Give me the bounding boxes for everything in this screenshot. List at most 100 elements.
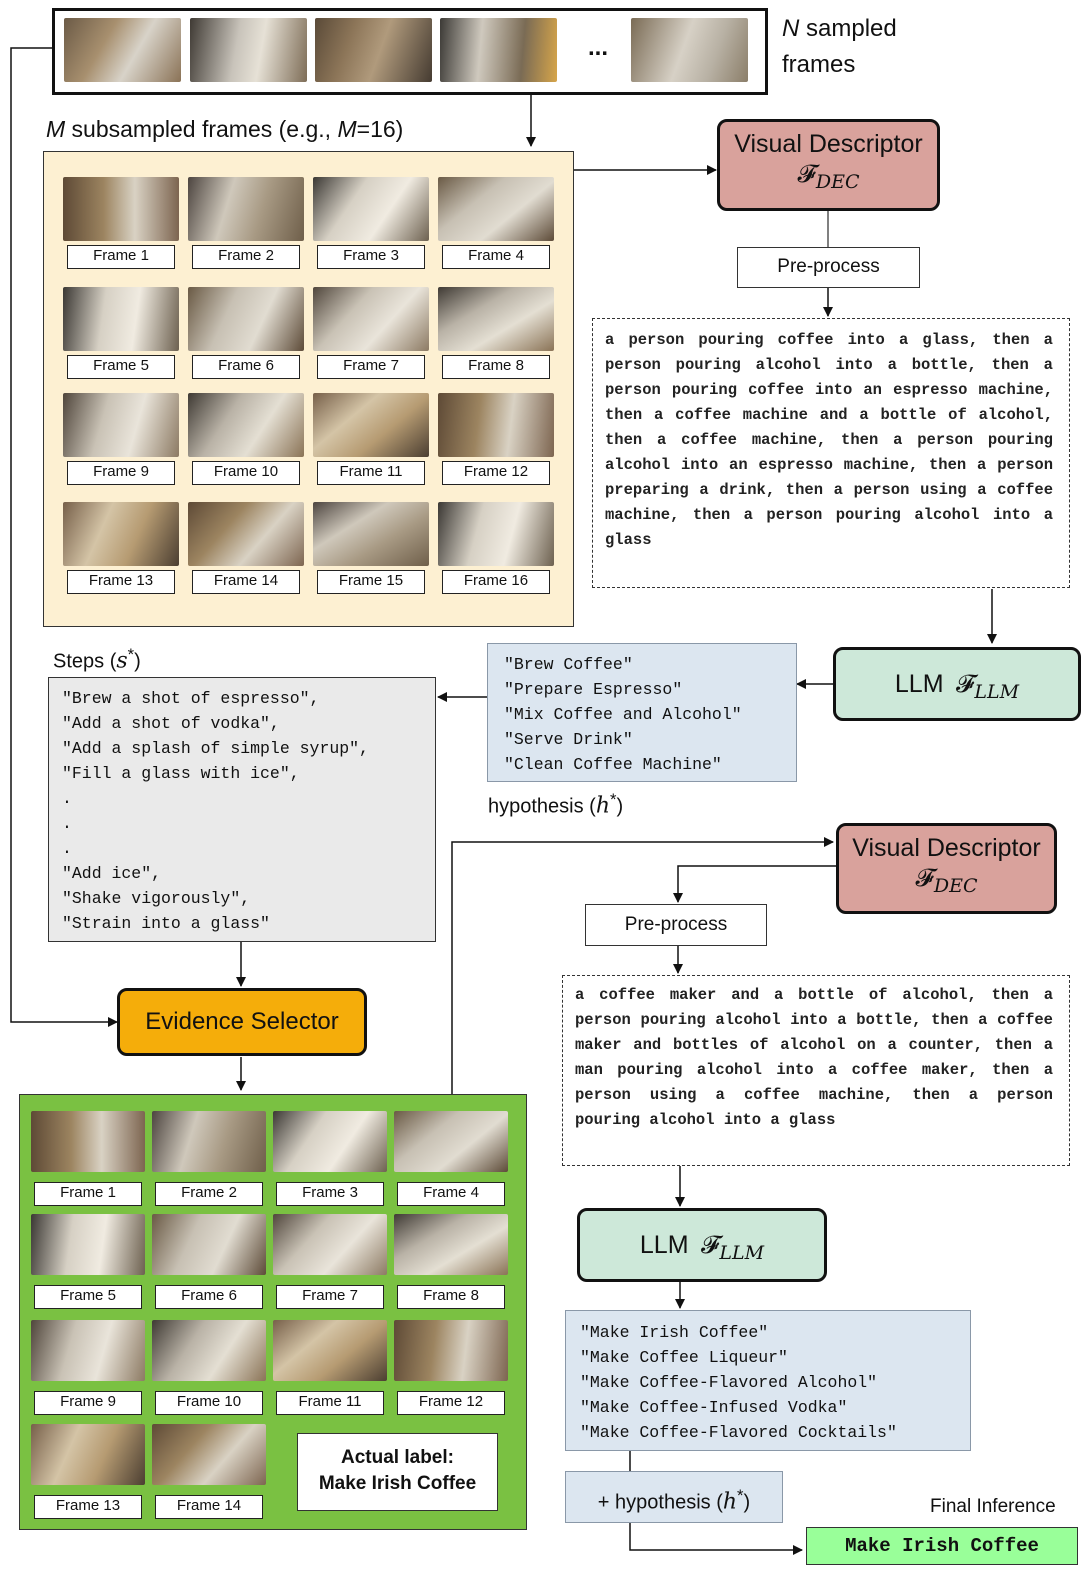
visual-descriptor-1-title: Visual Descriptor: [734, 130, 923, 158]
frame-label: Frame 13: [34, 1495, 142, 1519]
list-line: "Add a shot of vodka",: [62, 714, 280, 733]
visual-descriptor-1-symbol: 𝓕DEC: [720, 159, 937, 193]
frame-label: Frame 7: [317, 355, 425, 379]
list-line: "Mix Coffee and Alcohol": [504, 705, 742, 724]
frame-label: Frame 9: [34, 1391, 142, 1415]
preprocess-1: Pre-process: [737, 247, 920, 288]
frame-label: Frame 7: [276, 1285, 384, 1309]
sampled-frame-thumb: [440, 18, 557, 82]
steps-caption-end: ): [134, 650, 141, 673]
frame-label: Frame 6: [192, 355, 300, 379]
hypothesis-caption-text: hypothesis (: [488, 795, 596, 818]
final-inference-caption: Final Inference: [930, 1496, 1056, 1517]
llm-1: LLM 𝓕LLM: [833, 647, 1081, 721]
n-sampled-frames-label: N sampled frames: [782, 11, 897, 83]
m-variable: M: [46, 116, 66, 142]
frame-thumbnail: [313, 502, 429, 566]
frame-thumbnail: [31, 1424, 145, 1485]
frame-label: Frame 15: [317, 570, 425, 594]
list-line: .: [62, 839, 72, 858]
frame-thumbnail: [63, 393, 179, 457]
sampled-frame-thumb: [315, 18, 432, 82]
llm-2-title: LLM: [639, 1231, 689, 1259]
preprocess-2: Pre-process: [585, 904, 767, 946]
frame-label: Frame 5: [34, 1285, 142, 1309]
frame-label: Frame 13: [67, 570, 175, 594]
frame-thumbnail: [188, 393, 304, 457]
hypothesis-lines: "Brew Coffee""Prepare Espresso""Mix Coff…: [504, 652, 796, 777]
frame-label: Frame 5: [67, 355, 175, 379]
h-sup: *: [610, 790, 617, 809]
caption-description-2: a coffee maker and a bottle of alcohol, …: [562, 975, 1070, 1166]
frame-thumbnail: [394, 1320, 508, 1381]
frame-thumbnail: [152, 1424, 266, 1485]
frame-thumbnail: [273, 1214, 387, 1275]
frame-thumbnail: [313, 393, 429, 457]
s-sup: *: [127, 645, 135, 664]
frame-label: Frame 9: [67, 461, 175, 485]
frame-label: Frame 8: [442, 355, 550, 379]
frame-thumbnail: [313, 287, 429, 351]
fllm-subscript-2: LLM: [719, 1242, 765, 1264]
actual-label-box: Actual label: Make Irish Coffee: [297, 1433, 498, 1511]
arrow-vd2-to-preprocess2: [673, 865, 838, 903]
predictions-box: "Make Irish Coffee""Make Coffee Liqueur"…: [565, 1310, 971, 1451]
frame-label: Frame 1: [67, 245, 175, 269]
m-variable-2: M: [337, 116, 357, 142]
frame-label: Frame 6: [155, 1285, 263, 1309]
caption-description-1: a person pouring coffee into a glass, th…: [592, 318, 1070, 588]
visual-descriptor-2-title: Visual Descriptor: [852, 834, 1041, 862]
fdec-subscript-2: DEC: [933, 875, 978, 897]
list-line: "Serve Drink": [504, 730, 633, 749]
sampled-frame-thumb: [631, 18, 748, 82]
frame-thumbnail: [273, 1111, 387, 1172]
sampled-frame-thumb: [190, 18, 307, 82]
frame-label: Frame 11: [317, 461, 425, 485]
frame-label: Frame 14: [192, 570, 300, 594]
fdec-symbol-2: 𝓕: [915, 863, 934, 892]
fllm-symbol-2-char: 𝓕: [700, 1230, 720, 1259]
frame-thumbnail: [31, 1214, 145, 1275]
subsampled-title-text2: =16): [356, 116, 404, 142]
list-line: "Strain into a glass": [62, 914, 270, 933]
hypothesis-caption: hypothesis (h*): [488, 790, 623, 819]
visual-descriptor-1: Visual Descriptor 𝓕DEC: [717, 119, 940, 211]
frame-thumbnail: [394, 1214, 508, 1275]
frame-thumbnail: [438, 393, 554, 457]
frame-thumbnail: [188, 177, 304, 241]
list-line: "Clean Coffee Machine": [504, 755, 722, 774]
frame-label: Frame 10: [155, 1391, 263, 1415]
list-line: "Make Coffee-Flavored Cocktails": [580, 1423, 897, 1442]
subsampled-frames-title: M subsampled frames (e.g., M=16): [46, 116, 403, 143]
frame-thumbnail: [152, 1320, 266, 1381]
predictions-lines: "Make Irish Coffee""Make Coffee Liqueur"…: [580, 1320, 970, 1445]
frame-thumbnail: [188, 502, 304, 566]
frame-thumbnail: [438, 502, 554, 566]
visual-descriptor-2-symbol: 𝓕DEC: [839, 863, 1054, 897]
frame-label: Frame 4: [442, 245, 550, 269]
frame-label: Frame 14: [155, 1495, 263, 1519]
frame-label: Frame 2: [155, 1182, 263, 1206]
plus-hypothesis-box: + hypothesis (h*): [565, 1471, 783, 1523]
frame-thumbnail: [273, 1320, 387, 1381]
evidence-selector: Evidence Selector: [117, 988, 367, 1056]
list-line: "Brew a shot of espresso",: [62, 689, 320, 708]
n-label-line2: frames: [782, 51, 856, 78]
frame-thumbnail: [31, 1320, 145, 1381]
frame-label: Frame 4: [397, 1182, 505, 1206]
frame-label: Frame 8: [397, 1285, 505, 1309]
s-variable: s: [116, 648, 128, 674]
plus-hypothesis-end: ): [743, 1491, 751, 1514]
subsampled-title-text1: subsampled frames (e.g.,: [65, 116, 338, 142]
frame-label: Frame 16: [442, 570, 550, 594]
fllm-symbol-char: 𝓕: [955, 669, 975, 698]
list-line: "Make Coffee-Infused Vodka": [580, 1398, 848, 1417]
frame-thumbnail: [438, 287, 554, 351]
plus-hypothesis-text: + hypothesis (: [597, 1491, 723, 1514]
steps-caption: Steps (s*): [53, 645, 141, 674]
hypothesis-box: "Brew Coffee""Prepare Espresso""Mix Coff…: [487, 643, 797, 782]
list-line: .: [62, 789, 72, 808]
fllm-symbol-2: 𝓕LLM: [693, 1230, 764, 1264]
actual-label-line1: Actual label:: [341, 1447, 454, 1468]
list-line: "Brew Coffee": [504, 655, 633, 674]
